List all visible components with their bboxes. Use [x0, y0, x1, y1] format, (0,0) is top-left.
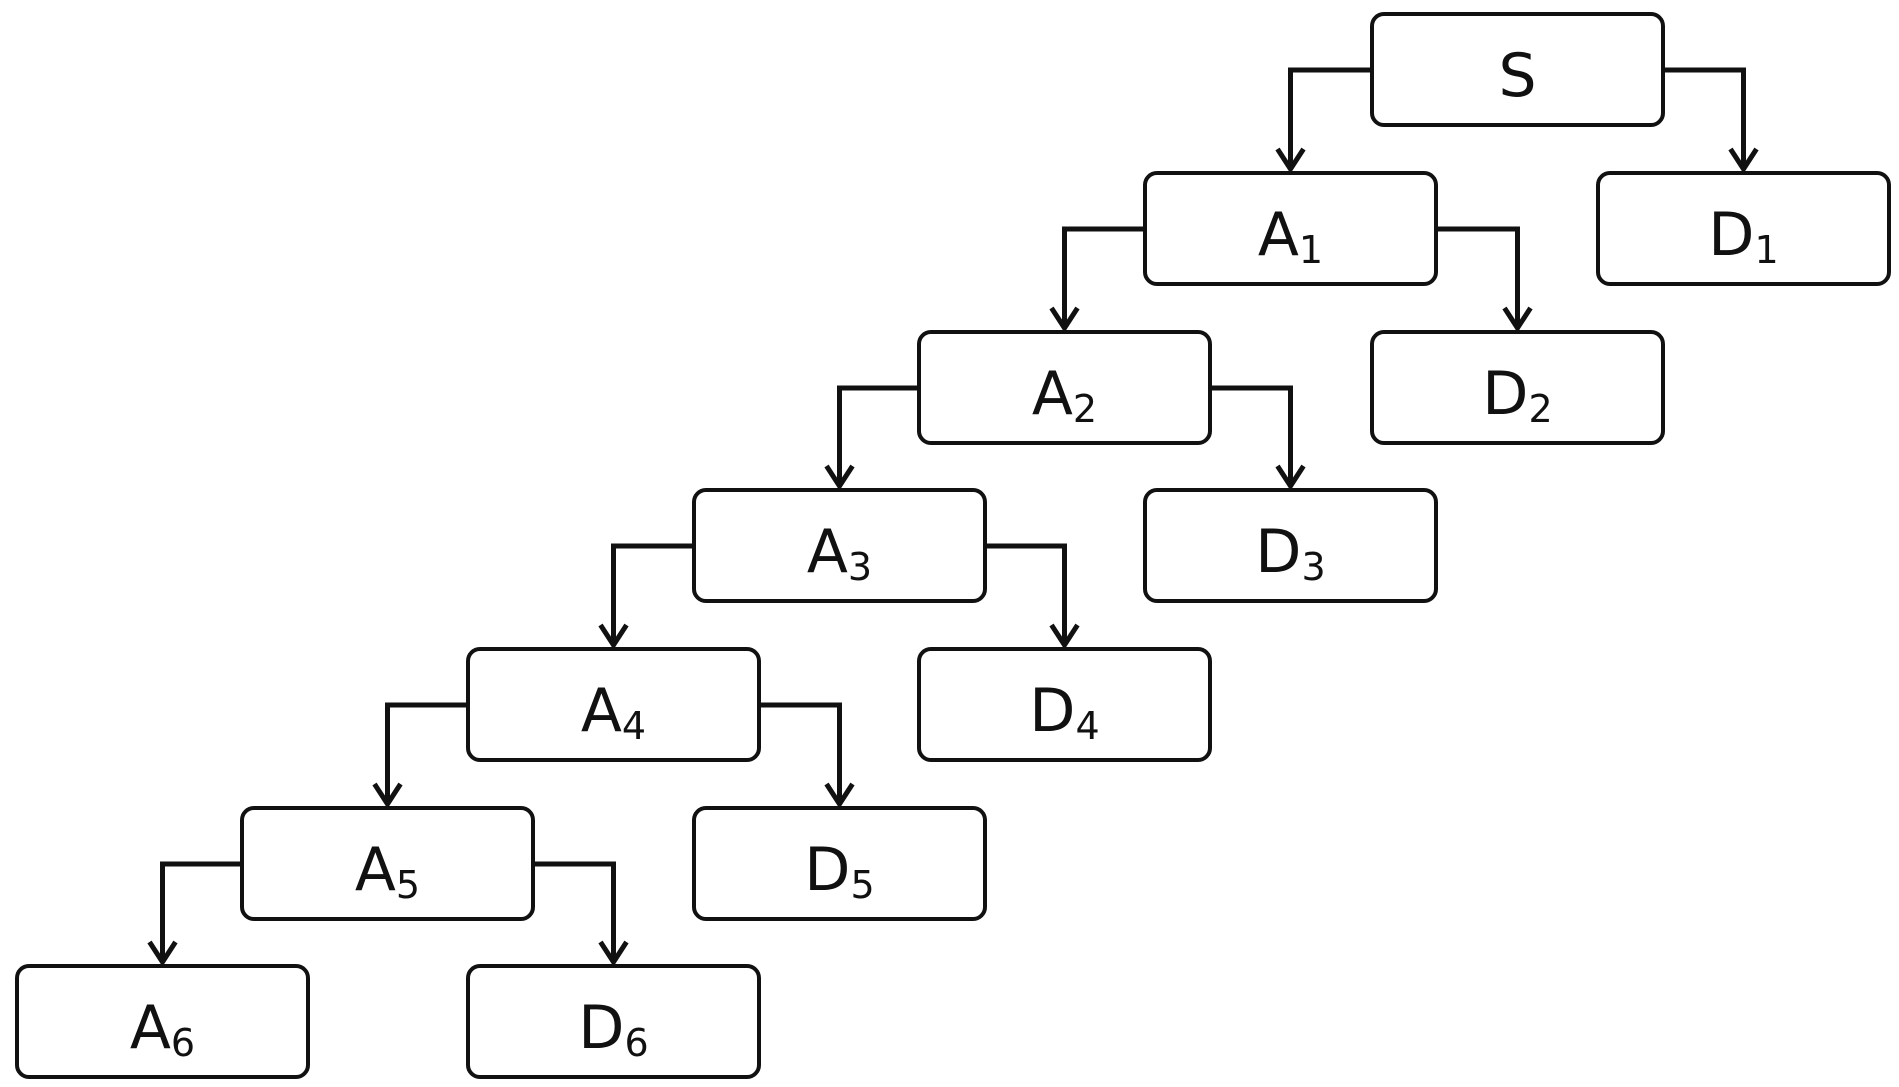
arrowhead-icon — [1049, 623, 1080, 650]
node-a3: A3 — [692, 488, 987, 603]
node-label: A4 — [580, 675, 647, 748]
node-a5: A5 — [240, 806, 535, 921]
node-label: A2 — [1031, 358, 1098, 431]
edge-s-a1 — [1275, 67, 1370, 174]
node-a2: A2 — [917, 330, 1212, 445]
arrowhead-icon — [147, 940, 178, 967]
node-a1: A1 — [1143, 171, 1438, 286]
node-label: D4 — [1029, 675, 1100, 748]
node-label: A5 — [354, 834, 421, 907]
node-d6: D6 — [466, 964, 761, 1079]
arrowhead-icon — [1049, 306, 1080, 333]
arrowhead-icon — [1275, 147, 1306, 174]
node-d1: D1 — [1596, 171, 1891, 286]
arrowhead-icon — [598, 623, 629, 650]
edge-a1-d2 — [1438, 226, 1533, 333]
edge-a1-a2 — [1049, 226, 1143, 333]
node-a6: A6 — [15, 964, 310, 1079]
node-s: S — [1370, 12, 1665, 127]
edge-a5-d6 — [535, 861, 629, 967]
edge-a4-d5 — [761, 702, 855, 809]
arrowhead-icon — [598, 940, 629, 967]
node-label: D2 — [1482, 358, 1553, 431]
arrowhead-icon — [1502, 306, 1533, 333]
node-d4: D4 — [917, 647, 1212, 762]
arrowhead-icon — [824, 464, 855, 491]
node-label: A1 — [1257, 199, 1324, 272]
edge-a3-d4 — [987, 543, 1080, 650]
edge-a5-a6 — [147, 861, 240, 967]
node-label: A6 — [129, 992, 196, 1065]
node-label: D5 — [804, 834, 875, 907]
edge-a3-a4 — [598, 543, 692, 650]
edge-s-d1 — [1665, 67, 1759, 174]
node-d2: D2 — [1370, 330, 1665, 445]
edges-layer — [147, 67, 1759, 967]
node-label: S — [1498, 40, 1537, 111]
node-label: A3 — [806, 516, 873, 589]
edge-a2-d3 — [1212, 385, 1306, 491]
node-d5: D5 — [692, 806, 987, 921]
node-label: D1 — [1708, 199, 1779, 272]
arrowhead-icon — [372, 782, 403, 809]
edge-a2-a3 — [824, 385, 917, 491]
node-a4: A4 — [466, 647, 761, 762]
node-d3: D3 — [1143, 488, 1438, 603]
arrowhead-icon — [824, 782, 855, 809]
arrowhead-icon — [1275, 464, 1306, 491]
node-label: D6 — [578, 992, 649, 1065]
node-label: D3 — [1255, 516, 1326, 589]
arrowhead-icon — [1728, 147, 1759, 174]
edge-a4-a5 — [372, 702, 466, 809]
